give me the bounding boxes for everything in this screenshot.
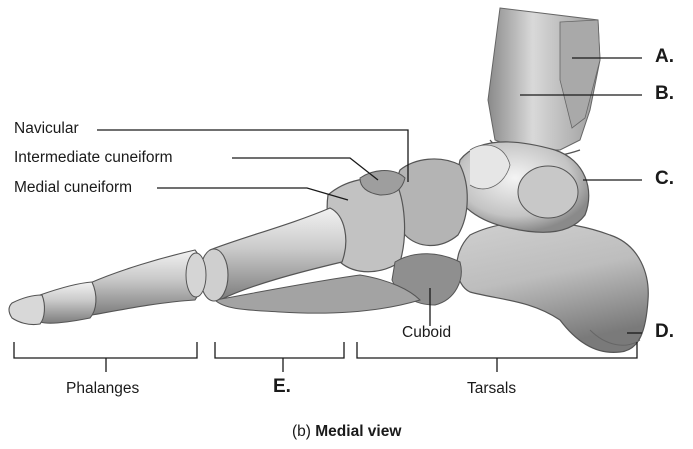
bracket-tarsals (356, 342, 638, 372)
leader-lines (97, 57, 642, 334)
label-medial-cuneiform: Medial cuneiform (14, 179, 133, 196)
group-label-tarsals: Tarsals (467, 380, 517, 397)
figure-caption: (b) Medial view (292, 423, 401, 441)
leader-line-navicular (97, 129, 409, 182)
group-brackets (13, 342, 638, 372)
label-a: A. (655, 46, 674, 67)
leader-line-intermediate-cuneiform (232, 157, 379, 181)
label-cuboid: Cuboid (402, 324, 452, 341)
label-c: C. (655, 168, 674, 189)
bracket-phalanges (13, 342, 198, 372)
label-intermediate-cuneiform: Intermediate cuneiform (14, 149, 173, 166)
label-b: B. (655, 83, 674, 104)
bracket-e (214, 342, 345, 372)
leader-line-medial-cuneiform (157, 187, 349, 201)
label-navicular: Navicular (14, 120, 79, 137)
calcaneus-bone (456, 221, 649, 353)
navicular-bone (394, 158, 468, 247)
talus-bone (454, 141, 590, 233)
label-d: D. (655, 321, 674, 342)
tibia-fibula-bones (487, 7, 601, 158)
phalanx-bones (8, 249, 207, 326)
group-label-phalanges: Phalanges (66, 380, 140, 397)
label-e: E. (273, 376, 291, 397)
caption-title: Medial view (315, 423, 402, 440)
caption-prefix: (b) (292, 423, 311, 440)
metatarsal-bones (199, 207, 421, 314)
